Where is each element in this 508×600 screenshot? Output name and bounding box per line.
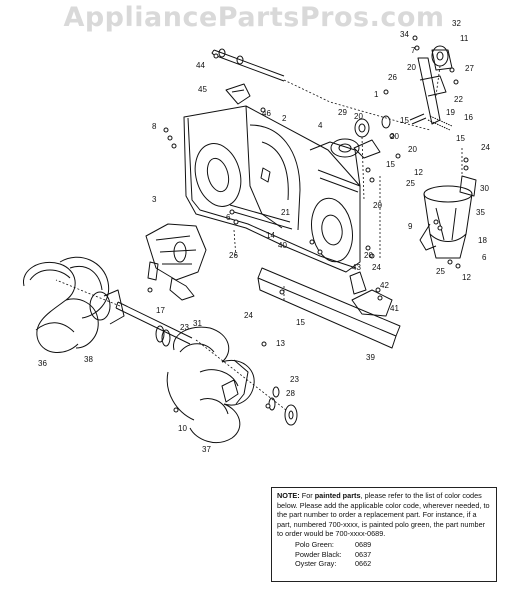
callout-38: 38 — [84, 355, 93, 364]
callout-24b: 24 — [372, 263, 381, 272]
callout-44: 44 — [196, 61, 205, 70]
color-code: 0637 — [355, 549, 372, 559]
callout-46: 46 — [262, 109, 271, 118]
callout-21: 21 — [281, 208, 290, 217]
callout-25b: 25 — [436, 267, 445, 276]
impeller — [145, 223, 207, 301]
callout-15d: 15 — [296, 318, 305, 327]
callout-34: 34 — [400, 30, 409, 39]
callout-31a: 31 — [193, 319, 202, 328]
color-name: Oyster Gray: — [295, 559, 337, 569]
callout-24a: 24 — [481, 143, 490, 152]
callout-1: 1 — [374, 90, 379, 99]
callout-15c: 15 — [386, 160, 395, 169]
callout-6a: 6 — [226, 213, 231, 222]
fasteners — [147, 35, 469, 413]
callout-40: 40 — [278, 241, 287, 250]
callout-16: 16 — [464, 113, 473, 122]
callout-36: 36 — [38, 359, 47, 368]
callout-13: 13 — [276, 339, 285, 348]
callout-23a: 23 — [180, 323, 189, 332]
note-text: NOTE: For painted parts, please refer to… — [277, 491, 491, 539]
callout-26a: 26 — [388, 73, 397, 82]
note-label: NOTE: — [277, 491, 300, 500]
callout-23b: 23 — [290, 375, 299, 384]
callout-37: 37 — [202, 445, 211, 454]
note-text-2: , please refer to the list of color code… — [277, 491, 490, 539]
color-code: 0689 — [355, 539, 372, 549]
color-code-list: Polo Green: 0689 Powder Black: 0637 Oyst… — [277, 540, 491, 569]
callout-20f: 20 — [364, 251, 373, 260]
spiral-auger-right — [166, 326, 255, 443]
callout-2: 2 — [282, 114, 287, 123]
callout-9: 9 — [408, 222, 413, 231]
callout-11: 11 — [460, 34, 469, 43]
painted-parts-note: NOTE: For painted parts, please refer to… — [271, 487, 497, 582]
note-text-1: For — [299, 491, 315, 500]
color-code-row: Polo Green: 0689 — [277, 540, 491, 550]
callout-10: 10 — [178, 424, 187, 433]
callout-42: 42 — [380, 281, 389, 290]
callout-26b: 26 — [229, 251, 238, 260]
callout-45: 45 — [198, 85, 207, 94]
callout-20a: 20 — [407, 63, 416, 72]
callout-20d: 20 — [408, 145, 417, 154]
chute-assembly — [419, 175, 477, 259]
auger-housing — [183, 105, 361, 273]
callout-18: 18 — [478, 236, 487, 245]
color-code-row: Powder Black: 0637 — [277, 550, 491, 560]
callout-19: 19 — [446, 108, 455, 117]
watermark-text: AppliancePartsPros.com — [63, 2, 445, 33]
callout-3: 3 — [152, 195, 157, 204]
leader-lines — [55, 65, 463, 411]
callout-20e: 20 — [373, 201, 382, 210]
spiral-auger-left — [23, 256, 125, 353]
callout-29: 29 — [338, 108, 347, 117]
callout-24c: 24 — [244, 311, 253, 320]
callout-12a: 12 — [414, 168, 423, 177]
note-painted-parts: painted parts — [314, 491, 361, 500]
color-name: Polo Green: — [295, 539, 334, 549]
callout-20b: 20 — [354, 112, 363, 121]
color-code-row: Oyster Gray: 0662 — [277, 559, 491, 569]
callout-labels: 32 11 34 7 27 20 26 22 44 45 46 1 29 20 … — [38, 19, 490, 454]
callout-39: 39 — [366, 353, 375, 362]
chute-rod — [211, 48, 285, 82]
callout-14: 14 — [266, 231, 275, 240]
callout-4: 4 — [318, 121, 323, 130]
bearing-parts — [268, 386, 298, 426]
callout-15b: 15 — [456, 134, 465, 143]
callout-20c: 20 — [390, 132, 399, 141]
callout-6b: 6 — [482, 253, 487, 262]
callout-25a: 25 — [406, 179, 415, 188]
color-name: Powder Black: — [295, 549, 342, 559]
callout-27: 27 — [465, 64, 474, 73]
callout-7: 7 — [411, 46, 416, 55]
callout-15a: 15 — [400, 116, 409, 125]
auger-shaft — [115, 261, 193, 347]
callout-12b: 12 — [462, 273, 471, 282]
hinge — [225, 83, 251, 105]
callout-41: 41 — [390, 304, 399, 313]
callout-17: 17 — [156, 306, 165, 315]
callout-32: 32 — [452, 19, 461, 28]
callout-8: 8 — [152, 122, 157, 131]
callout-28: 28 — [286, 389, 295, 398]
callout-43: 43 — [352, 263, 361, 272]
color-code: 0662 — [355, 559, 372, 569]
callout-30: 30 — [480, 184, 489, 193]
callout-22: 22 — [454, 95, 463, 104]
skid-bar — [257, 267, 401, 349]
callout-35: 35 — [476, 208, 485, 217]
